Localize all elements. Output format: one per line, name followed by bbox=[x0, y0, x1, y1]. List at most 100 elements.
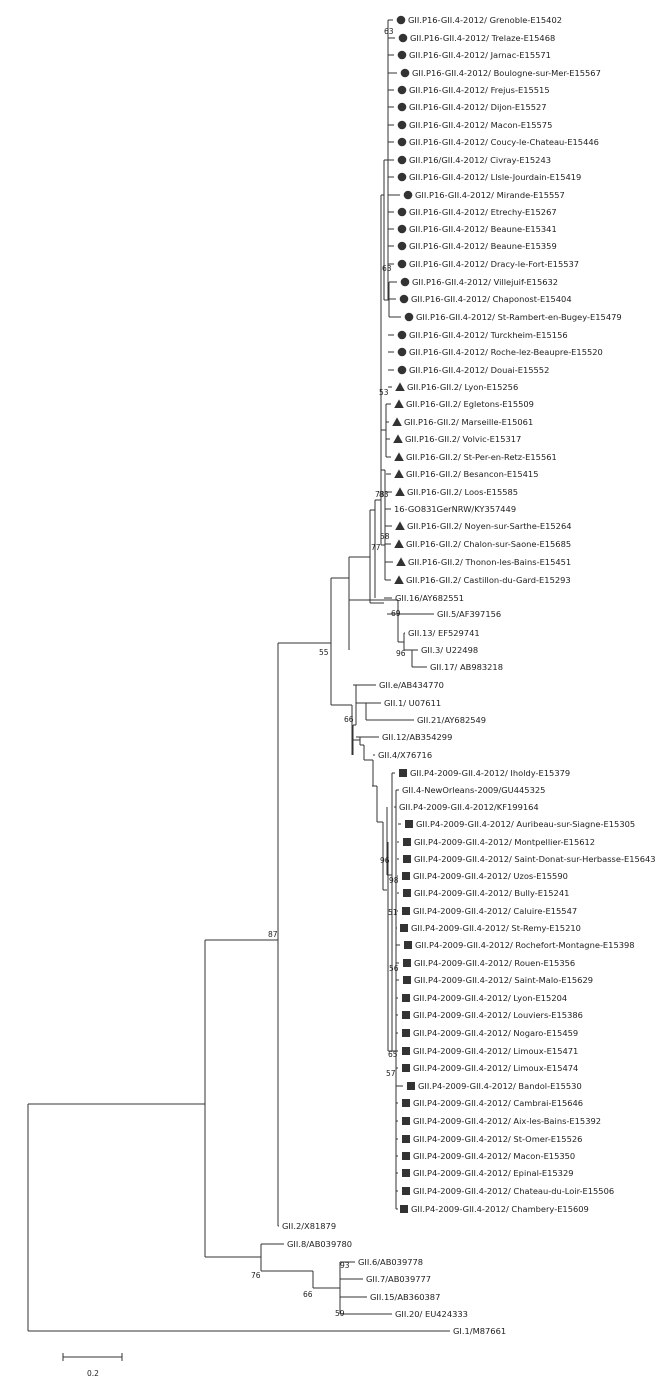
bootstrap-value: 65 bbox=[388, 1050, 398, 1059]
square-marker-icon bbox=[402, 1099, 410, 1107]
leaf-label: GII.P4-2009-GII.4-2012/ Montpellier-E156… bbox=[414, 837, 595, 847]
bootstrap-value: 77 bbox=[371, 543, 381, 552]
bootstrap-value: 83 bbox=[379, 490, 389, 499]
leaf-label: GII.P16-GII.4-2012/ Turckheim-E15156 bbox=[409, 330, 568, 340]
bootstrap-value: 57 bbox=[386, 1069, 396, 1078]
leaf-label: GII.P16-GII.4-2012/ Boulogne-sur-Mer-E15… bbox=[412, 68, 601, 78]
leaf-label: GII.P16-GII.2/ Lyon-E15256 bbox=[407, 382, 518, 392]
leaf-label: GII.P4-2009-GII.4-2012/KF199164 bbox=[399, 802, 539, 812]
leaf-label: GII.P16-GII.4-2012/ Llsle-Jourdain-E1541… bbox=[409, 172, 581, 182]
square-marker-icon bbox=[402, 1152, 410, 1160]
square-marker-icon bbox=[402, 1169, 410, 1177]
leaf-label: GII.P16-GII.2/ Loos-E15585 bbox=[407, 487, 518, 497]
leaf-label: GII.16/AY682551 bbox=[395, 593, 464, 603]
circle-marker-icon bbox=[397, 347, 407, 357]
circle-marker-icon bbox=[397, 224, 407, 234]
bootstrap-value: 96 bbox=[396, 649, 406, 658]
bootstrap-value: 55 bbox=[319, 648, 329, 657]
leaf-label: GII.P16/GII.4-2012/ Civray-E15243 bbox=[409, 155, 551, 165]
circle-marker-icon bbox=[397, 330, 407, 340]
square-marker-icon bbox=[405, 820, 413, 828]
leaf-label: GII.P16-GII.2/ Besancon-E15415 bbox=[406, 469, 538, 479]
square-marker-icon bbox=[400, 924, 408, 932]
square-marker-icon bbox=[402, 1011, 410, 1019]
leaf-label: GII.12/AB354299 bbox=[382, 732, 452, 742]
square-marker-icon bbox=[403, 855, 411, 863]
square-marker-icon bbox=[402, 1117, 410, 1125]
square-marker-icon bbox=[402, 1047, 410, 1055]
leaf-label: GII.P16-GII.2/ Chalon-sur-Saone-E15685 bbox=[406, 539, 571, 549]
leaf-label: GII.P4-2009-GII.4-2012/ Nogaro-E15459 bbox=[413, 1028, 578, 1038]
leaf-label: GII.2/X81879 bbox=[282, 1221, 336, 1231]
leaf-label: GII.P16-GII.4-2012/ Trelaze-E15468 bbox=[410, 33, 555, 43]
scale-bar-label: 0.2 bbox=[87, 1369, 99, 1378]
triangle-marker-icon bbox=[394, 399, 404, 408]
leaf-label: GII.P4-2009-GII.4-2012/ Saint-Malo-E1562… bbox=[414, 975, 593, 985]
leaf-label: GII.P4-2009-GII.4-2012/ St-Remy-E15210 bbox=[411, 923, 581, 933]
bootstrap-value: 58 bbox=[380, 532, 390, 541]
leaf-label: GII.P4-2009-GII.4-2012/ Macon-E15350 bbox=[413, 1151, 575, 1161]
leaf-label: GII.P4-2009-GII.4-2012/ Rouen-E15356 bbox=[414, 958, 575, 968]
square-marker-icon bbox=[404, 941, 412, 949]
leaf-label: GII.P4-2009-GII.4-2012/ Limoux-E15474 bbox=[413, 1063, 578, 1073]
square-marker-icon bbox=[400, 1205, 408, 1213]
bootstrap-value: 98 bbox=[389, 876, 399, 885]
circle-marker-icon bbox=[398, 33, 408, 43]
leaf-label: GII.4/X76716 bbox=[378, 750, 432, 760]
leaf-label: GII.P4-2009-GII.4-2012/ Bandol-E15530 bbox=[418, 1081, 582, 1091]
bootstrap-value: 66 bbox=[303, 1290, 313, 1299]
circle-marker-icon bbox=[403, 190, 413, 200]
square-marker-icon bbox=[403, 889, 411, 897]
leaf-label: GII.7/AB039777 bbox=[366, 1274, 431, 1284]
circle-marker-icon bbox=[396, 15, 406, 25]
leaf-label: GII.P16-GII.4-2012/ Coucy-le-Chateau-E15… bbox=[409, 137, 599, 147]
square-marker-icon bbox=[403, 838, 411, 846]
leaf-label: GII.P16-GII.4-2012/ Dijon-E15527 bbox=[409, 102, 547, 112]
bootstrap-value: 93 bbox=[340, 1261, 350, 1270]
square-marker-icon bbox=[402, 1135, 410, 1143]
square-marker-icon bbox=[407, 1082, 415, 1090]
leaf-label: GII.P16-GII.4-2012/ Chaponost-E15404 bbox=[411, 294, 572, 304]
circle-marker-icon bbox=[397, 155, 407, 165]
leaf-label: GII.P16-GII.4-2012/ Villejuif-E15632 bbox=[412, 277, 558, 287]
leaf-label: GII.P4-2009-GII.4-2012/ Lyon-E15204 bbox=[413, 993, 567, 1003]
square-marker-icon bbox=[402, 907, 410, 915]
square-marker-icon bbox=[402, 872, 410, 880]
leaf-label: GII.P16-GII.2/ St-Per-en-Retz-E15561 bbox=[406, 452, 557, 462]
circle-marker-icon bbox=[397, 85, 407, 95]
leaf-markers bbox=[392, 15, 415, 1213]
square-marker-icon bbox=[403, 976, 411, 984]
leaf-label: GII.e/AB434770 bbox=[379, 680, 444, 690]
leaf-label: GII.13/ EF529741 bbox=[408, 628, 480, 638]
circle-marker-icon bbox=[400, 68, 410, 78]
leaf-label: GII.P4-2009-GII.4-2012/ Caluire-E15547 bbox=[413, 906, 577, 916]
bootstrap-value: 63 bbox=[384, 27, 394, 36]
square-marker-icon bbox=[402, 994, 410, 1002]
leaf-label: GII.P16-GII.4-2012/ Grenoble-E15402 bbox=[408, 15, 562, 25]
leaf-label: GII.P16-GII.4-2012/ Roche-lez-Beaupre-E1… bbox=[409, 347, 603, 357]
triangle-marker-icon bbox=[395, 487, 405, 496]
circle-marker-icon bbox=[397, 259, 407, 269]
triangle-marker-icon bbox=[394, 539, 404, 548]
leaf-label: GII.P4-2009-GII.4-2012/ Saint-Donat-sur-… bbox=[414, 854, 656, 864]
leaf-label: 16-GO831GerNRW/KY357449 bbox=[394, 504, 516, 514]
square-marker-icon bbox=[399, 769, 407, 777]
bootstrap-value: 73 bbox=[375, 490, 385, 499]
leaf-label: GII.5/AF397156 bbox=[437, 609, 501, 619]
leaf-label: GII.P4-2009-GII.4-2012/ Chateau-du-Loir-… bbox=[413, 1186, 614, 1196]
square-marker-icon bbox=[402, 1064, 410, 1072]
leaf-label: GII.20/ EU424333 bbox=[395, 1309, 468, 1319]
triangle-marker-icon bbox=[395, 521, 405, 530]
triangle-marker-icon bbox=[396, 557, 406, 566]
triangle-marker-icon bbox=[394, 575, 404, 584]
leaf-label: GII.P4-2009-GII.4-2012/ Chambery-E15609 bbox=[411, 1204, 589, 1214]
leaf-label: GII.17/ AB983218 bbox=[430, 662, 503, 672]
leaf-label: GII.21/AY682549 bbox=[417, 715, 486, 725]
square-marker-icon bbox=[403, 959, 411, 967]
leaf-label: GII.P4-2009-GII.4-2012/ Cambrai-E15646 bbox=[413, 1098, 583, 1108]
circle-marker-icon bbox=[397, 172, 407, 182]
circle-marker-icon bbox=[400, 277, 410, 287]
leaf-label: GII.P16-GII.4-2012/ Jarnac-E15571 bbox=[409, 50, 551, 60]
